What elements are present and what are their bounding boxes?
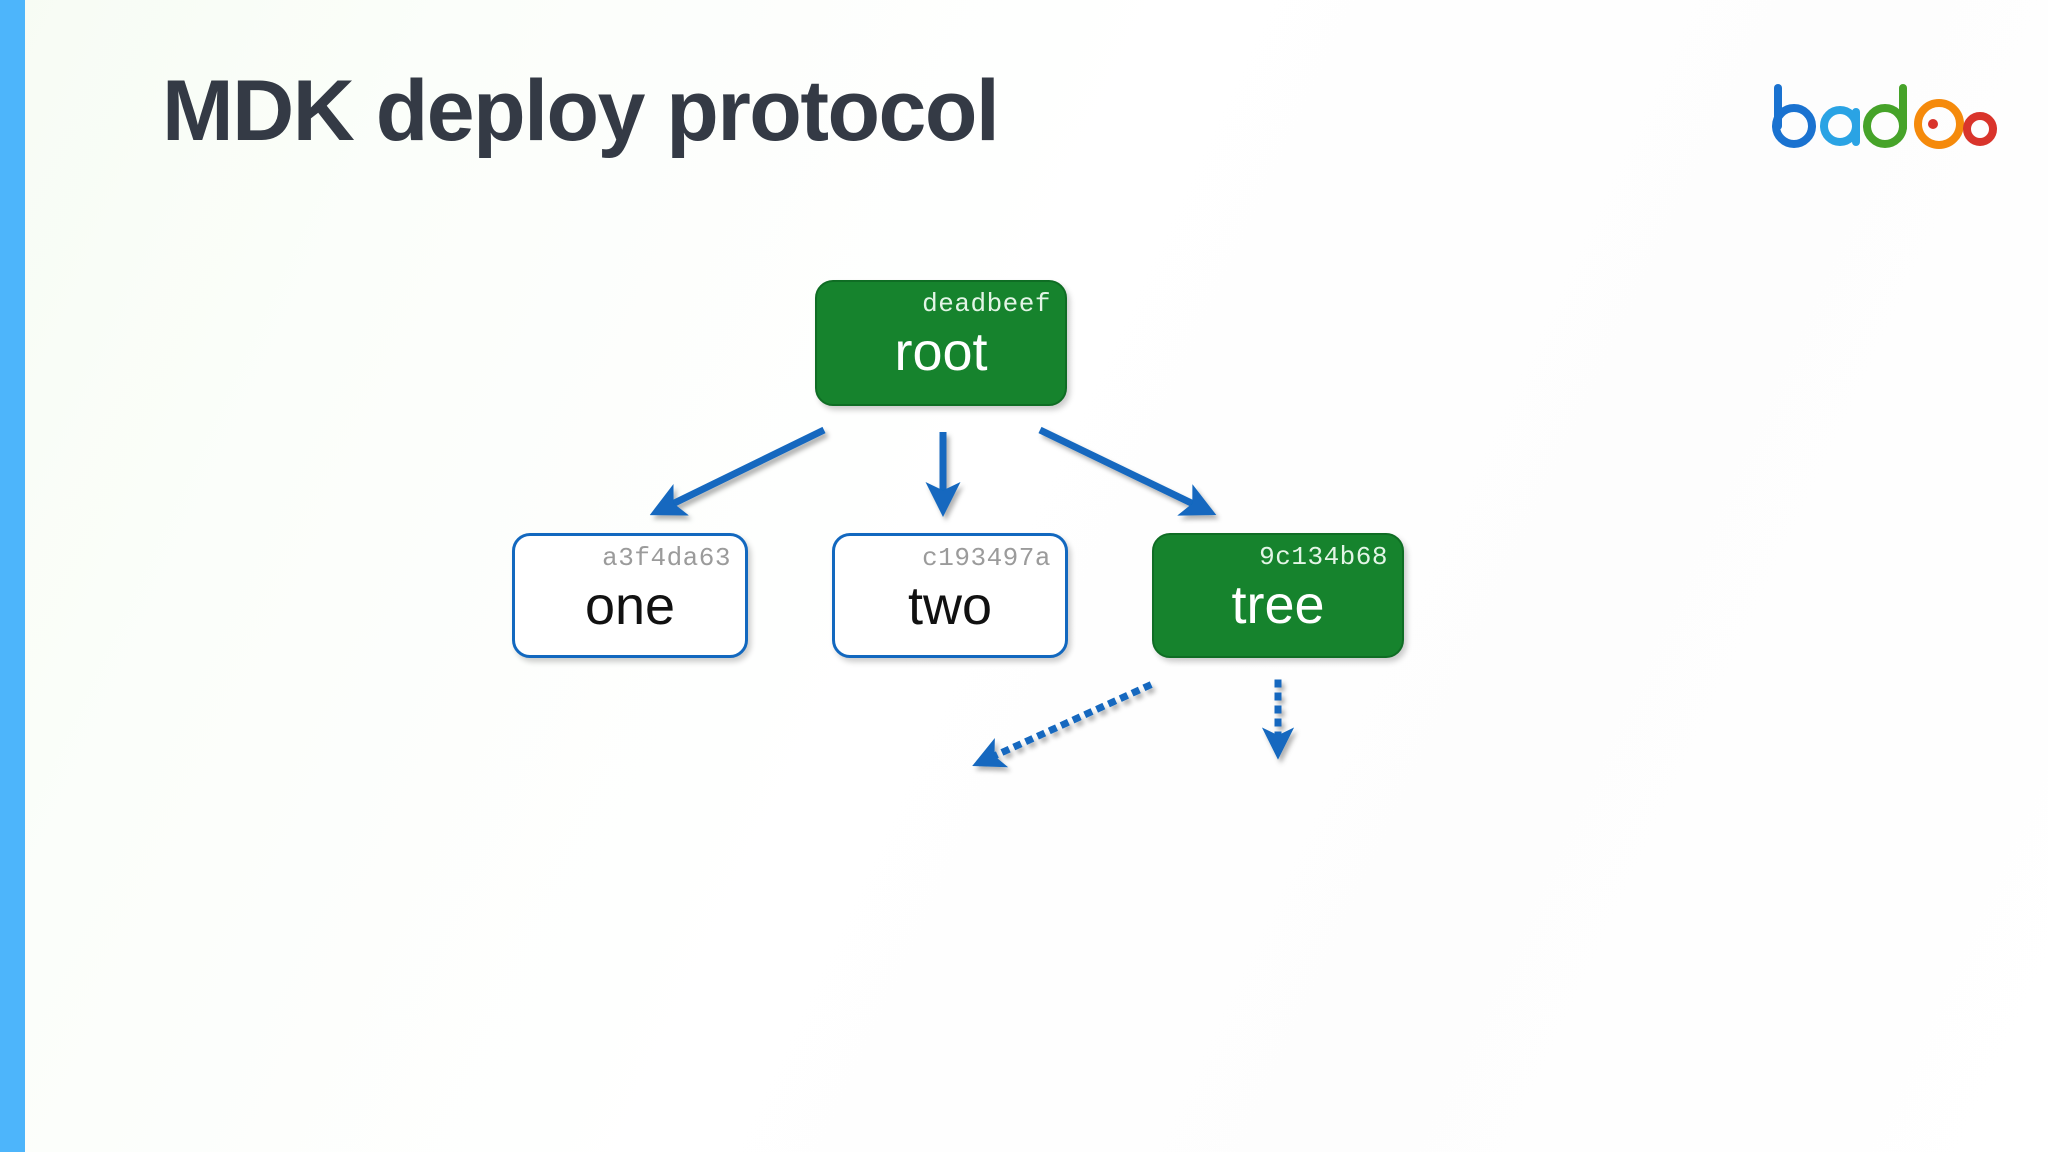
node-label: one: [584, 576, 676, 636]
badoo-logo-svg: [1772, 84, 1997, 149]
logo-letter-b: [1772, 84, 1816, 148]
node-hash: 9c134b68: [1259, 542, 1388, 572]
page-title: MDK deploy protocol: [162, 63, 1000, 159]
edge-root-tree: [1038, 426, 1217, 516]
node-label: two: [907, 576, 993, 636]
logo-letter-o: [1963, 112, 1997, 146]
logo-letter-d: [1863, 84, 1907, 148]
node-hash: a3f4da63: [602, 543, 731, 573]
node-label: root: [894, 322, 988, 382]
node-label: tree: [1231, 575, 1325, 635]
tree-node-two[interactable]: c193497a two: [832, 533, 1068, 658]
edge-tree-downleft: [972, 681, 1153, 768]
node-hash: c193497a: [922, 543, 1051, 573]
tree-node-tree[interactable]: 9c134b68 tree: [1152, 533, 1404, 658]
logo-letter-o-dotted: [1914, 99, 1964, 149]
edge-root-one: [649, 426, 826, 516]
tree-node-root[interactable]: deadbeef root: [815, 280, 1067, 406]
logo-letter-a: [1820, 106, 1860, 146]
tree-node-one[interactable]: a3f4da63 one: [512, 533, 748, 658]
left-accent-bar: [0, 0, 25, 1152]
node-hash: deadbeef: [922, 289, 1051, 319]
badoo-logo: [1768, 84, 1998, 150]
